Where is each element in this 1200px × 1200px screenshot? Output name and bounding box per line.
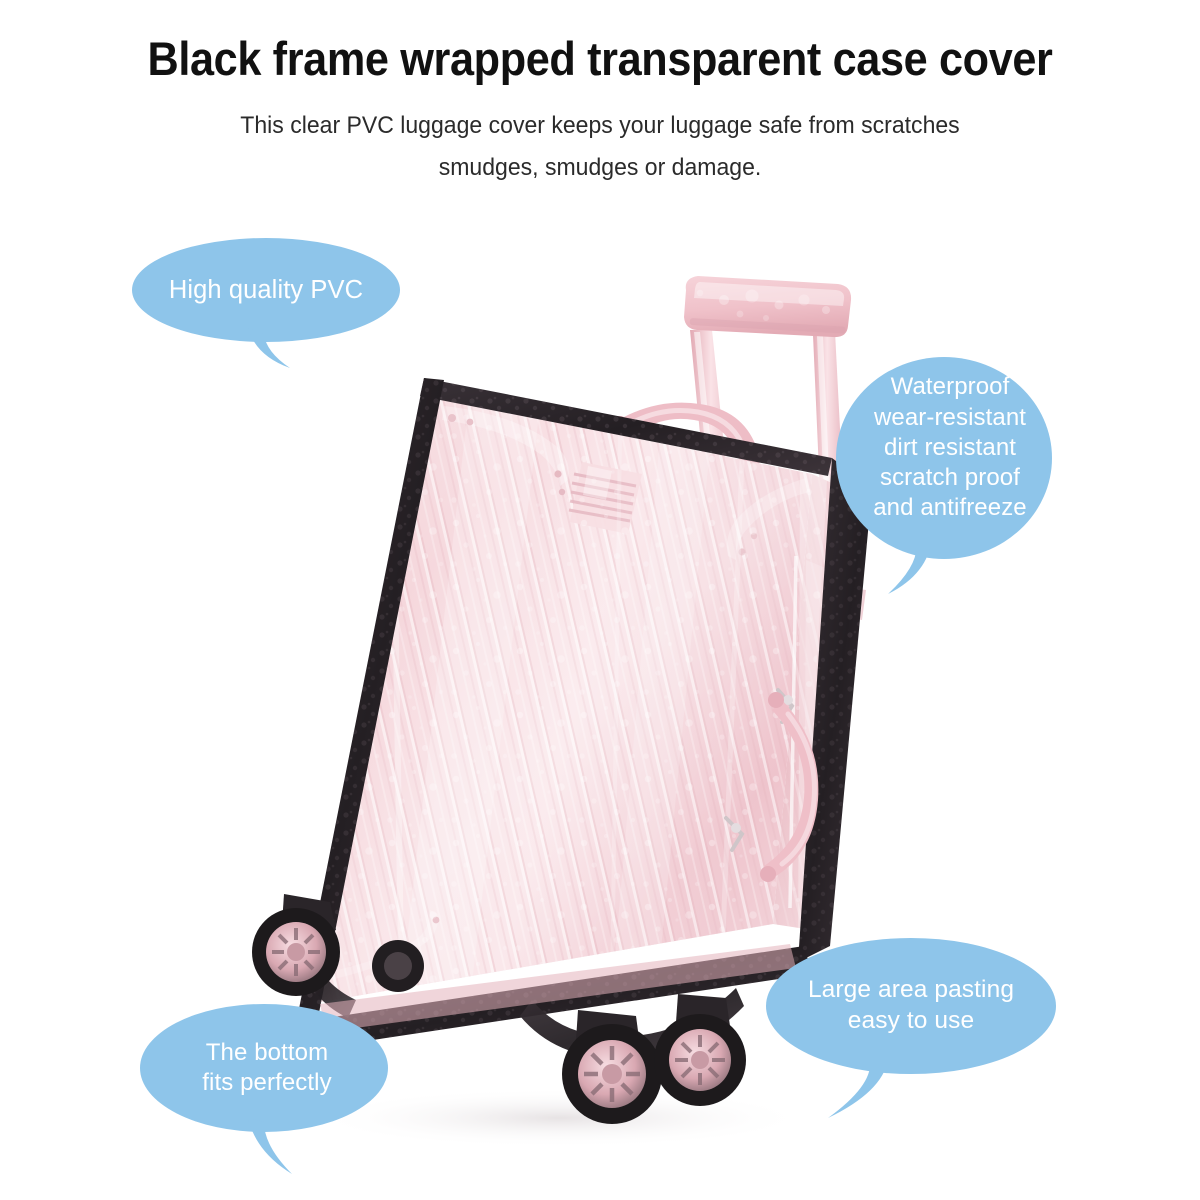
speech-bubble-shape: [766, 938, 1056, 1118]
subtitle-line-1: This clear PVC luggage cover keeps your …: [240, 111, 960, 139]
spinner-wheels: [252, 894, 796, 1124]
callout-waterproof[interactable]: Waterproof wear-resistant dirt resistant…: [836, 352, 1064, 596]
zipper-pull-lower: [724, 816, 745, 852]
callout-large-area[interactable]: Large area pasting easy to use: [766, 936, 1056, 1120]
speech-bubble-shape: [836, 357, 1052, 594]
page-subtitle: This clear PVC luggage cover keeps your …: [36, 84, 1164, 189]
wheel-front-left: [562, 1010, 662, 1124]
speech-bubble-shape: [132, 238, 400, 368]
side-carry-handle: [760, 692, 819, 882]
wheel-rear-left: [252, 894, 340, 996]
callout-bottom-fits[interactable]: The bottom fits perfectly: [140, 1002, 394, 1178]
callout-high-quality-pvc[interactable]: High quality PVC: [130, 236, 402, 368]
wheel-rear-right: [372, 940, 424, 992]
subtitle-line-2: smudges, smudges or damage.: [438, 153, 762, 181]
speech-bubble-shape: [140, 1004, 388, 1174]
page-title: Black frame wrapped transparent case cov…: [147, 32, 1053, 85]
header: Black frame wrapped transparent case cov…: [0, 0, 1200, 189]
wheel-front-right: [654, 994, 746, 1106]
